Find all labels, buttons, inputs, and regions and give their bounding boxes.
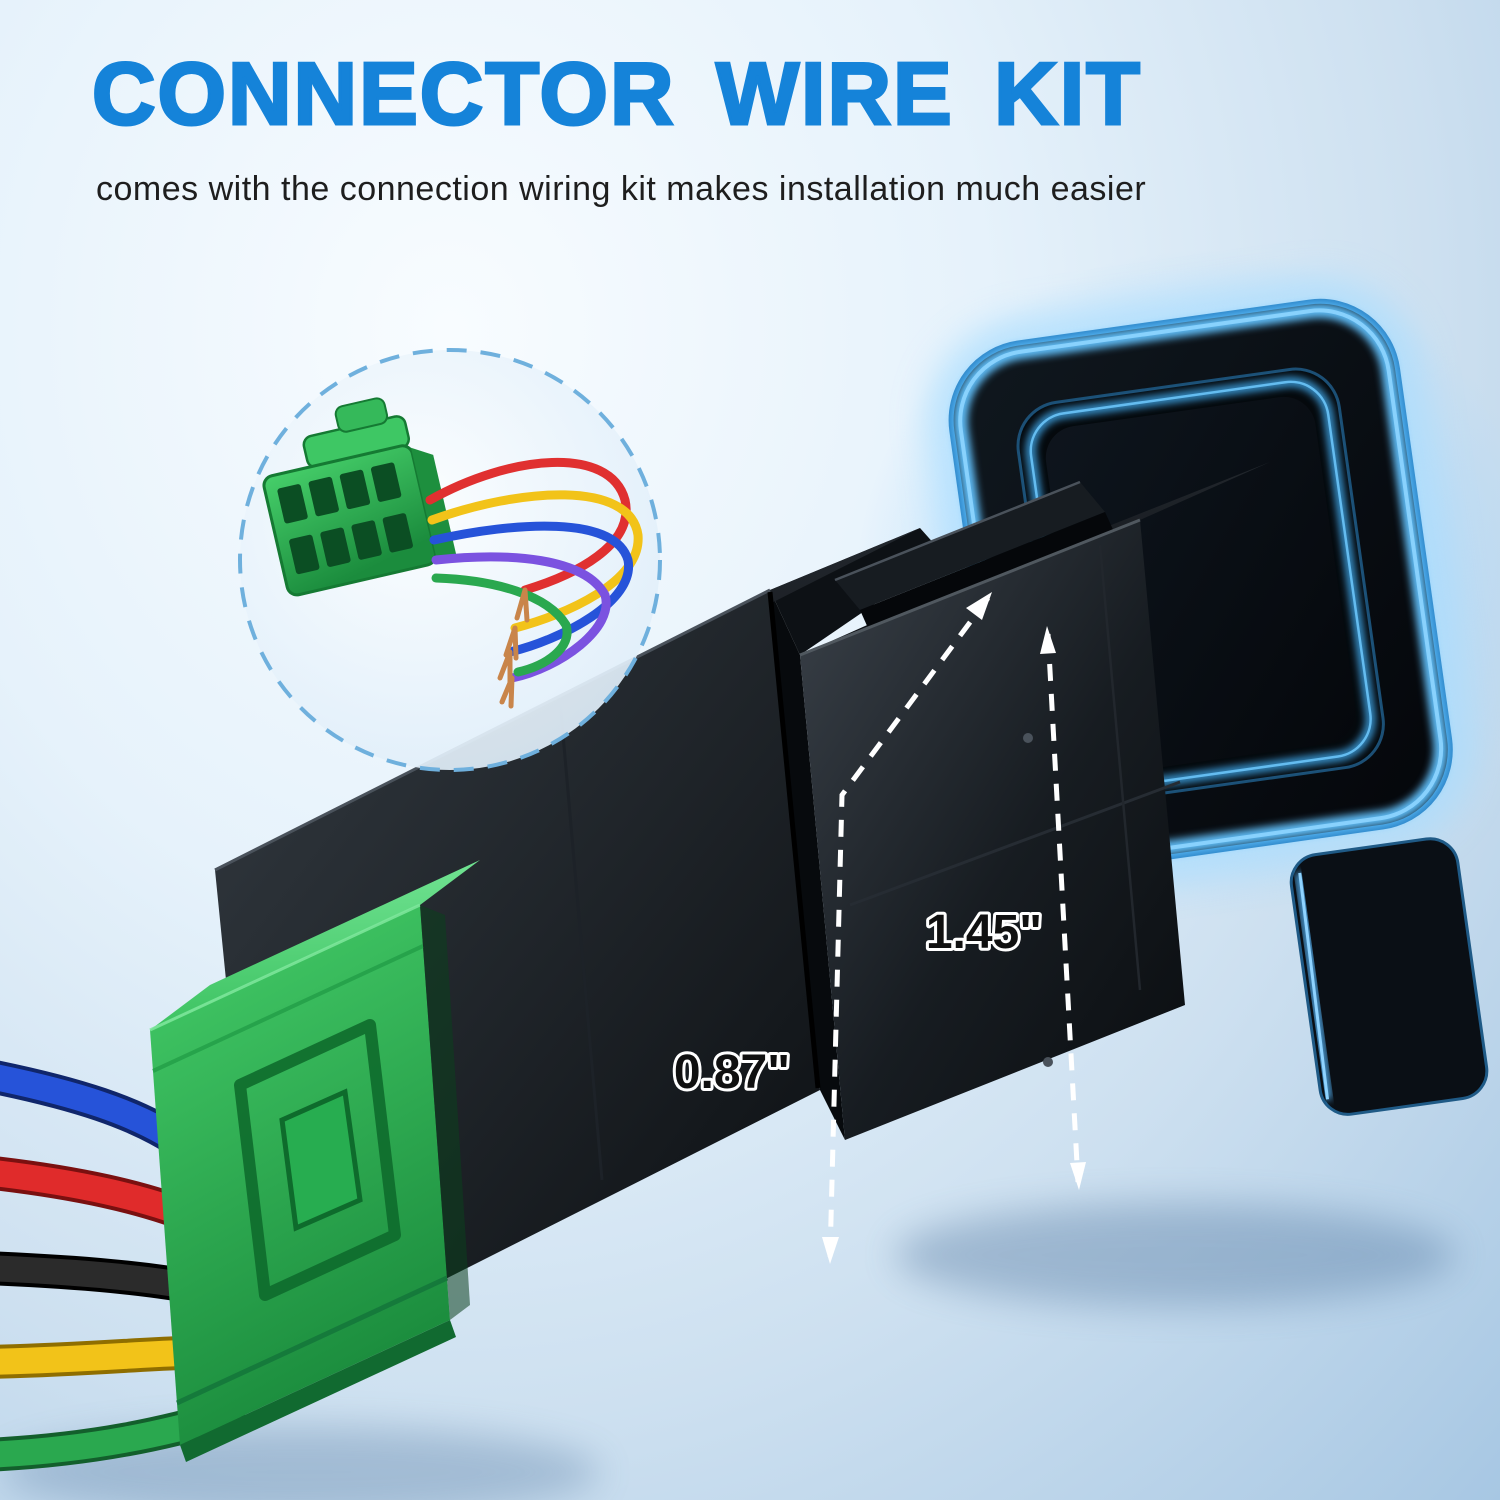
front-section-face <box>800 520 1185 1140</box>
inset-connector-slots <box>277 462 413 575</box>
dimension-height-label: 1.45" <box>926 906 1042 959</box>
header: CONNECTOR WIRE KIT comes with the connec… <box>91 44 1440 209</box>
dimension-line-depth <box>827 596 991 1259</box>
dimension-line-height <box>1045 633 1081 1183</box>
inset-wire-yellow <box>427 490 643 633</box>
connector-latch-tab <box>279 1088 363 1232</box>
connector-latch-frame <box>234 1019 401 1301</box>
inset-wire-purple <box>431 552 611 683</box>
inset-wires <box>425 458 643 683</box>
switch-front-section <box>770 462 1270 1140</box>
arrowhead <box>1040 626 1056 654</box>
retention-pin <box>1023 733 1033 743</box>
bezel-lower-piece <box>1289 837 1489 1116</box>
latch-ridge-top <box>835 482 1105 610</box>
ground-shadow-right <box>895 1203 1455 1307</box>
arrowhead <box>966 592 992 620</box>
page-subtitle: comes with the connection wiring kit mak… <box>96 170 1147 209</box>
retention-pin <box>1043 1057 1053 1067</box>
inset-connector <box>262 397 458 597</box>
inset-wire-copper-tips <box>497 587 530 709</box>
dimension-depth-label: 0.87" <box>674 1046 790 1099</box>
green-connector <box>149 860 480 1462</box>
dimension-annotations: 0.87" 1.45" <box>671 592 1086 1264</box>
inset-circle-border <box>238 348 662 772</box>
page-title: CONNECTOR WIRE KIT <box>91 44 1142 143</box>
led-button-bezel <box>855 249 1500 1116</box>
arrowhead <box>1070 1162 1086 1190</box>
connector-detail-inset <box>238 348 662 772</box>
inset-wire-green <box>431 573 572 677</box>
arrowhead <box>822 1237 839 1264</box>
